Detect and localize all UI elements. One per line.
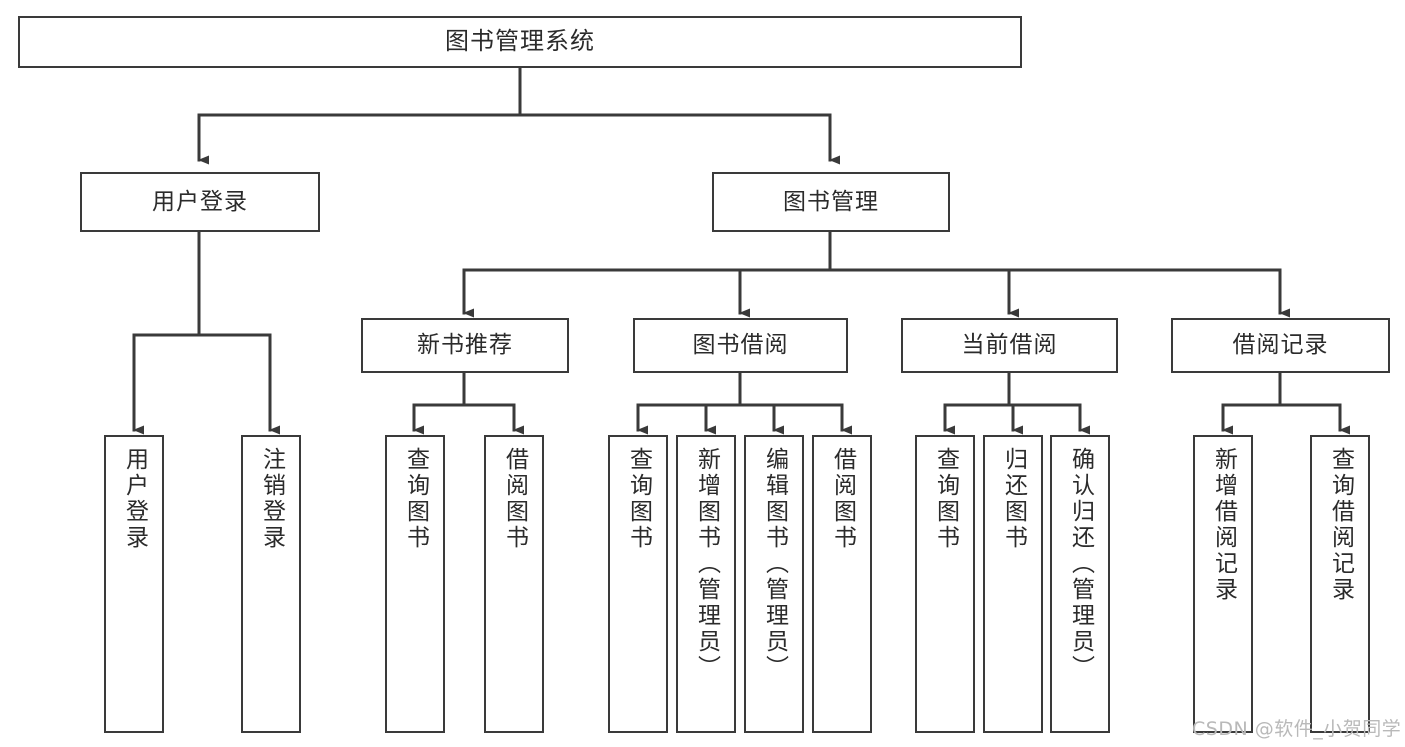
node-book-manage[interactable]: 图书管理: [712, 172, 950, 232]
node-borrow-record[interactable]: 借阅记录: [1171, 318, 1390, 373]
leaf-user-login[interactable]: 用户登录: [104, 435, 164, 733]
node-label: 编辑图书（管理员）: [761, 447, 788, 681]
csdn-watermark: CSDN @软件_小贺同学: [1192, 718, 1402, 740]
leaf-query-book-borrow[interactable]: 查询图书: [608, 435, 668, 733]
node-root-system[interactable]: 图书管理系统: [18, 16, 1022, 68]
node-label: 用户登录: [121, 447, 148, 551]
node-label: 查询借阅记录: [1327, 447, 1354, 603]
leaf-borrow-book-recommend[interactable]: 借阅图书: [484, 435, 544, 733]
node-current-borrow[interactable]: 当前借阅: [901, 318, 1118, 373]
node-label: 新书推荐: [417, 332, 513, 359]
leaf-edit-book-admin[interactable]: 编辑图书（管理员）: [744, 435, 804, 733]
node-label: 借阅图书: [829, 447, 856, 551]
leaf-query-book-recommend[interactable]: 查询图书: [385, 435, 445, 733]
leaf-borrow-book[interactable]: 借阅图书: [812, 435, 872, 733]
node-new-book-recommend[interactable]: 新书推荐: [361, 318, 569, 373]
leaf-query-borrow-record[interactable]: 查询借阅记录: [1310, 435, 1370, 733]
node-label: 查询图书: [625, 447, 652, 551]
node-label: 图书借阅: [692, 332, 789, 359]
leaf-query-book-current[interactable]: 查询图书: [915, 435, 975, 733]
node-label: 查询图书: [402, 447, 429, 551]
leaf-logout-login[interactable]: 注销登录: [241, 435, 301, 733]
node-label: 图书管理: [783, 188, 879, 215]
leaf-return-book[interactable]: 归还图书: [983, 435, 1043, 733]
node-label: 当前借阅: [961, 332, 1058, 359]
node-label: 归还图书: [1000, 447, 1027, 551]
node-book-borrow[interactable]: 图书借阅: [633, 318, 848, 373]
leaf-confirm-return-admin[interactable]: 确认归还（管理员）: [1050, 435, 1110, 733]
node-label: 图书管理系统: [445, 27, 595, 56]
leaf-add-borrow-record[interactable]: 新增借阅记录: [1193, 435, 1253, 733]
node-label: 借阅记录: [1232, 332, 1329, 359]
node-label: 查询图书: [932, 447, 959, 551]
node-label: 新增图书（管理员）: [693, 447, 720, 681]
node-label: 注销登录: [258, 447, 285, 551]
leaf-add-book-admin[interactable]: 新增图书（管理员）: [676, 435, 736, 733]
node-label: 确认归还（管理员）: [1067, 447, 1094, 681]
node-user-login[interactable]: 用户登录: [80, 172, 320, 232]
node-label: 借阅图书: [501, 447, 528, 551]
node-label: 用户登录: [152, 188, 248, 215]
node-label: 新增借阅记录: [1210, 447, 1237, 603]
